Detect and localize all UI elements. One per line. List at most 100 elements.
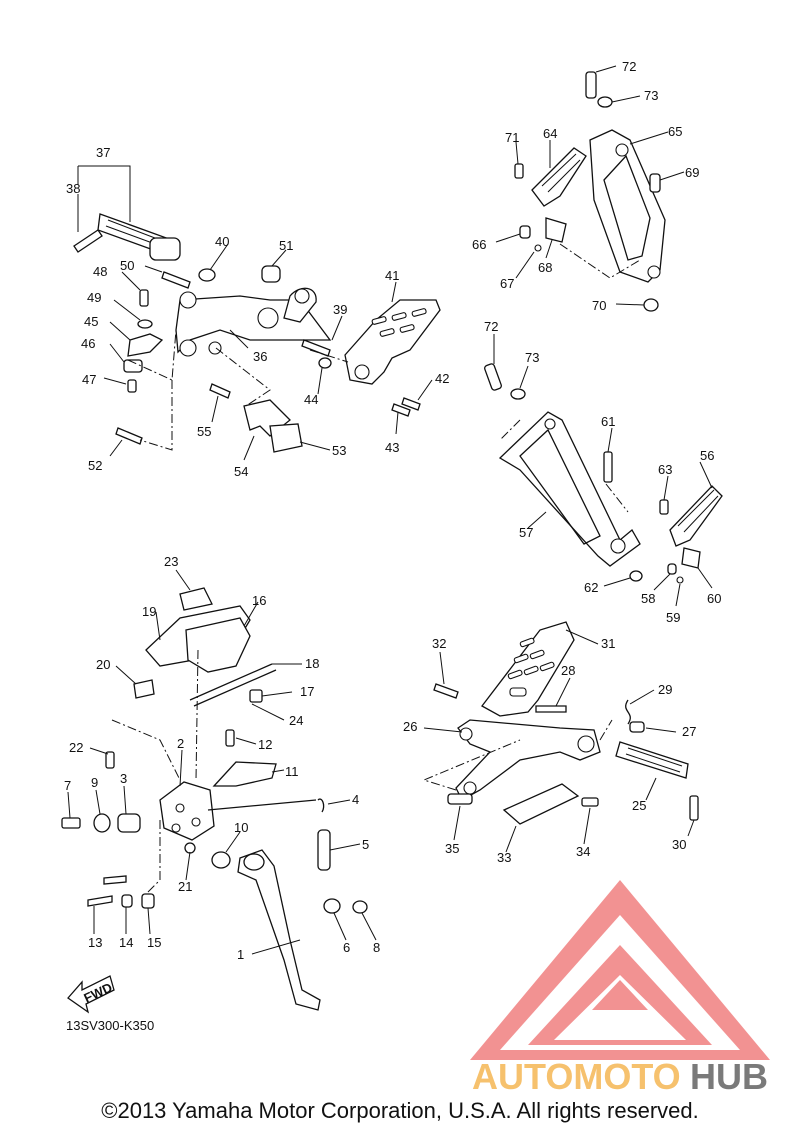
washer-10 (211, 851, 231, 869)
callout-41: 41 (385, 268, 399, 283)
callout-2: 2 (177, 736, 184, 751)
callout-71: 71 (505, 130, 519, 145)
callout-14: 14 (119, 935, 133, 950)
peg-64 (531, 147, 587, 207)
pin-47 (127, 379, 137, 393)
plate-53 (269, 423, 303, 453)
callout-72-top: 72 (622, 59, 636, 74)
callout-46: 46 (81, 336, 95, 351)
callout-19: 19 (142, 604, 156, 619)
clamp-20 (133, 679, 155, 699)
bolt-32 (433, 683, 459, 699)
bolt-72-top (585, 71, 597, 99)
callout-59: 59 (666, 610, 680, 625)
callout-64: 64 (543, 126, 557, 141)
collar-6 (323, 898, 341, 914)
callout-44: 44 (304, 392, 318, 407)
bolt-55 (209, 383, 231, 399)
callout-18: 18 (305, 656, 319, 671)
cover-16 (185, 617, 251, 673)
callout-34: 34 (576, 844, 590, 859)
bolt-52 (115, 427, 143, 445)
washer-49 (137, 319, 153, 329)
callout-67: 67 (500, 276, 514, 291)
spring-29 (625, 699, 631, 725)
callout-63: 63 (658, 462, 672, 477)
callout-30: 30 (672, 837, 686, 852)
callout-25: 25 (632, 798, 646, 813)
callout-73-mid: 73 (525, 350, 539, 365)
diagram-code: 13SV300-K350 (66, 1018, 154, 1033)
callout-29: 29 (658, 682, 672, 697)
nut-8 (352, 900, 368, 914)
callout-37: 37 (96, 145, 110, 160)
screw-43 (391, 403, 411, 417)
callout-65: 65 (668, 124, 682, 139)
spring-15 (141, 893, 155, 909)
footrest-peg-25 (615, 741, 689, 779)
callout-numbers: 1 2 3 4 5 6 7 8 9 10 11 12 13 14 15 16 1… (64, 59, 721, 962)
pin-71 (514, 163, 524, 179)
callout-6: 6 (343, 940, 350, 955)
spring-58 (667, 563, 677, 575)
callout-8: 8 (373, 940, 380, 955)
spring-hook-4 (317, 798, 325, 813)
passenger-footrest-right-group (484, 363, 723, 584)
callout-17: 17 (300, 684, 314, 699)
spring-27 (629, 721, 645, 733)
switch-bracket-2 (159, 781, 215, 841)
callout-62: 62 (584, 580, 598, 595)
callout-20: 20 (96, 657, 110, 672)
footrest-bracket (175, 287, 332, 357)
callout-56: 56 (700, 448, 714, 463)
fwd-label: FWD (81, 980, 114, 1006)
bolt-13 (87, 895, 113, 907)
rubber-23 (179, 587, 213, 611)
heel-guard-41 (344, 299, 441, 385)
callout-68: 68 (538, 260, 552, 275)
callout-60: 60 (707, 591, 721, 606)
callout-32: 32 (432, 636, 446, 651)
callout-33: 33 (497, 850, 511, 865)
plate-60 (681, 547, 701, 569)
callout-70: 70 (592, 298, 606, 313)
bolt-48 (139, 289, 149, 307)
bolt-22 (105, 751, 115, 769)
callout-7: 7 (64, 778, 71, 793)
bracket-57 (498, 411, 641, 567)
callout-48: 48 (93, 264, 107, 279)
callout-69: 69 (685, 165, 699, 180)
footrest-peg (97, 213, 181, 261)
bracket-45 (127, 333, 164, 357)
callout-61: 61 (601, 414, 615, 429)
callout-66: 66 (472, 237, 486, 252)
callout-27: 27 (682, 724, 696, 739)
sidestand-group (61, 587, 368, 1011)
callout-55: 55 (197, 424, 211, 439)
callout-9: 9 (91, 775, 98, 790)
pin-30 (689, 795, 699, 821)
sensor-11 (212, 761, 277, 787)
callout-1: 1 (237, 947, 244, 962)
sidestand-1 (237, 849, 321, 1011)
callout-11: 11 (285, 764, 299, 779)
bolt-61 (603, 451, 613, 483)
plate-68 (545, 217, 567, 243)
rider-footrest-right-group (422, 621, 699, 825)
washer-73-top (597, 96, 613, 108)
callout-54: 54 (234, 464, 248, 479)
callout-28: 28 (561, 663, 575, 678)
bolt-50 (161, 271, 191, 289)
callout-5: 5 (362, 837, 369, 852)
spring-5 (317, 829, 331, 871)
copyright-notice: ©2013 Yamaha Motor Corporation, U.S.A. A… (101, 1098, 699, 1123)
automotohub-logo (470, 880, 770, 1060)
nut-21 (184, 842, 196, 854)
cap-14 (121, 894, 133, 908)
clip-17 (249, 689, 263, 703)
rider-footrest-left-group (73, 213, 441, 453)
washer-73-mid (510, 388, 526, 400)
callout-3: 3 (120, 771, 127, 786)
peg-56 (669, 485, 723, 547)
